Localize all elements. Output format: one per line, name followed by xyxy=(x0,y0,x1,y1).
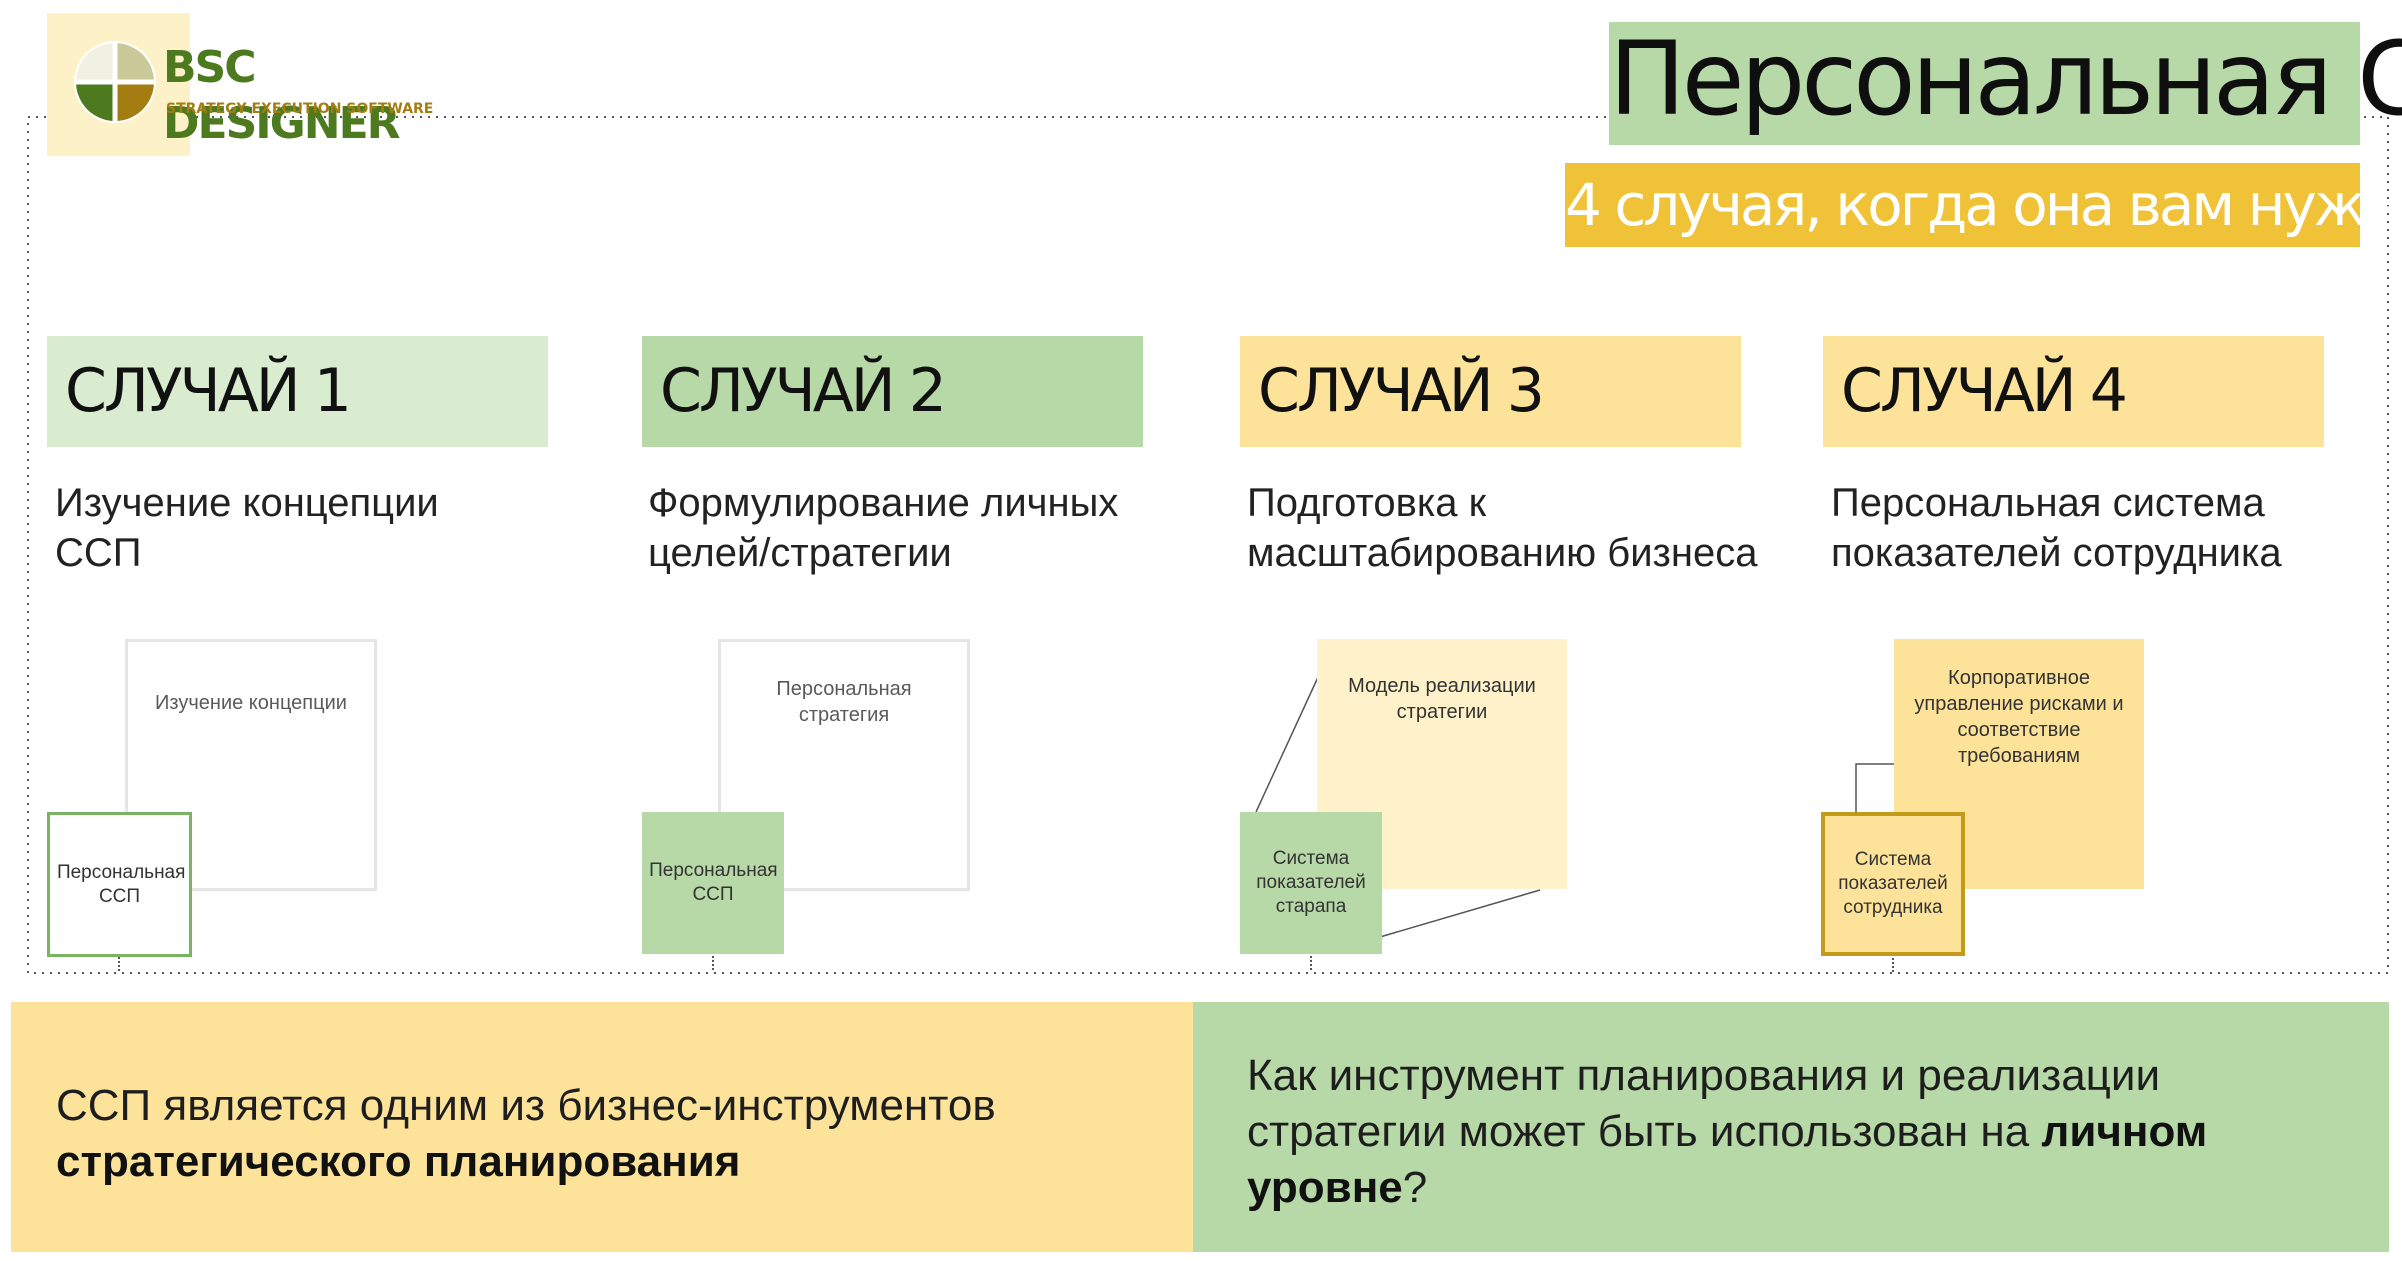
case-1-header: СЛУЧАЙ 1 xyxy=(47,336,548,447)
case-1-label: СЛУЧАЙ 1 xyxy=(65,356,352,426)
case-2-small-box-label: Персональная ССП xyxy=(649,860,778,905)
subtitle-background xyxy=(1565,163,2360,247)
logo-icon xyxy=(74,41,156,123)
case-3-connector-stem xyxy=(1310,956,1312,970)
case-3-big-box-label: Модель реализации стратегии xyxy=(1348,675,1536,723)
logo-name: BSC DESIGNER xyxy=(163,42,401,149)
bottom-left-statement: ССП является одним из бизнес-инструменто… xyxy=(56,1078,1166,1190)
case-2-connector-stem xyxy=(712,956,714,970)
case-3-label: СЛУЧАЙ 3 xyxy=(1258,356,1545,426)
logo-tagline: STRATEGY EXECUTION SOFTWARE xyxy=(166,101,434,117)
case-4-label: СЛУЧАЙ 4 xyxy=(1841,356,2128,426)
title-background xyxy=(1609,22,2360,145)
case-1-big-box-label: Изучение концепции xyxy=(155,692,347,714)
page-title: Персональная ССП xyxy=(1609,20,2402,139)
bottom-right-bold: личном уровне xyxy=(1247,1107,2208,1212)
case-3-small-box: Система показателей старапа xyxy=(1240,812,1382,954)
case-2-header: СЛУЧАЙ 2 xyxy=(642,336,1143,447)
case-4-small-box-label: Система показателей сотрудника xyxy=(1838,849,1948,918)
case-3-header: СЛУЧАЙ 3 xyxy=(1240,336,1741,447)
case-2-big-box-label: Персональная стратегия xyxy=(776,678,912,726)
case-1-description: Изучение концепции ССП xyxy=(55,481,439,575)
page-subtitle: 4 случая, когда она вам нужна xyxy=(1565,171,2402,239)
case-2-description: Формулирование личных целей/стратегии xyxy=(648,481,1119,575)
bottom-right-end: ? xyxy=(1402,1163,1428,1212)
case-4-connector-line xyxy=(1855,763,1898,816)
bottom-right-band xyxy=(1193,1002,2389,1252)
bottom-left-bold: стратегического планирования xyxy=(56,1137,741,1186)
bottom-right-question: Как инструмент планирования и реализации… xyxy=(1247,1048,2347,1216)
case-4-description: Персональная система показателей сотрудн… xyxy=(1831,481,2282,575)
bottom-right-regular: Как инструмент планирования и реализации… xyxy=(1247,1051,2161,1156)
case-2-small-box: Персональная ССП xyxy=(642,812,784,954)
bottom-left-regular: ССП является одним из бизнес-инструменто… xyxy=(56,1081,996,1130)
case-4-small-box: Система показателей сотрудника xyxy=(1821,812,1965,956)
case-3-description: Подготовка к масштабированию бизнеса xyxy=(1247,481,1758,575)
case-3-small-box-label: Система показателей старапа xyxy=(1256,848,1366,917)
case-1-small-box: Персональная ССП xyxy=(47,812,192,957)
case-4-header: СЛУЧАЙ 4 xyxy=(1823,336,2324,447)
case-1-connector-stem xyxy=(118,957,120,971)
case-4-connector-stem xyxy=(1892,958,1894,972)
bottom-left-band xyxy=(11,1002,1193,1252)
case-2-label: СЛУЧАЙ 2 xyxy=(660,356,947,426)
case-3-connector-lines xyxy=(1255,674,1541,938)
case-1-small-box-label: Персональная ССП xyxy=(56,861,186,907)
case-4-big-box-label: Корпоративное управление рисками и соотв… xyxy=(1914,667,2124,767)
